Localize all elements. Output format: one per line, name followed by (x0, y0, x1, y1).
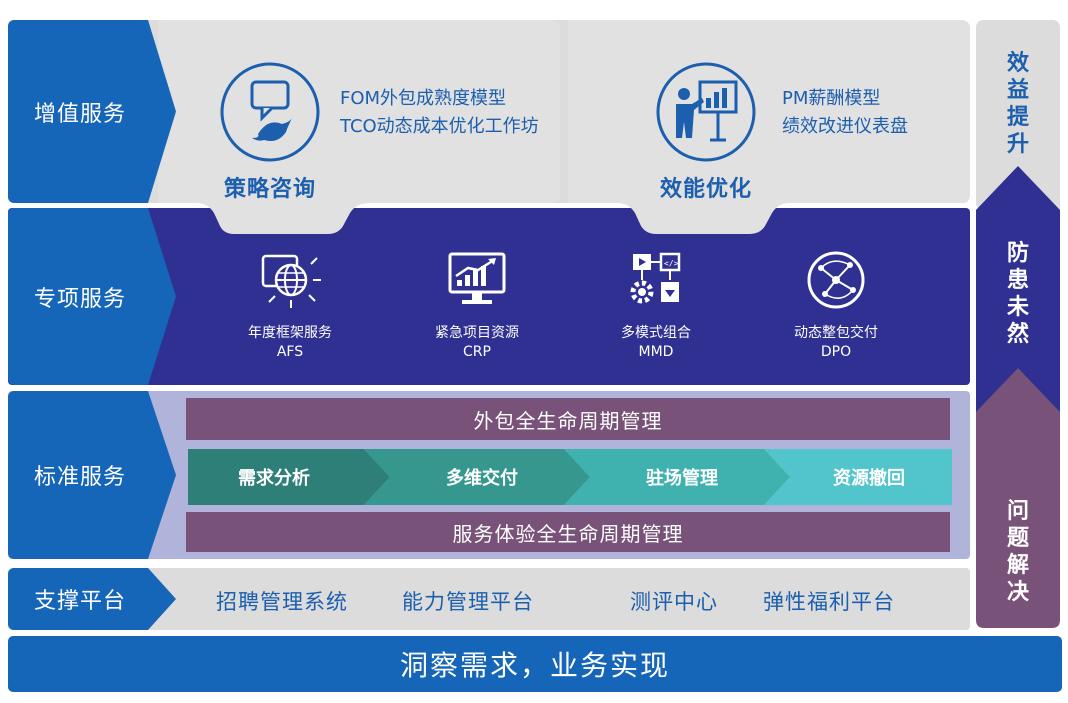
svg-text:</>: </> (664, 259, 679, 268)
side-arrow-top (976, 20, 1060, 210)
service-code: AFS (276, 344, 304, 360)
strategy-line-2: TCO动态成本优化工作坊 (340, 116, 539, 137)
value-added-cards (158, 20, 970, 234)
side-progress-arrow (976, 20, 1060, 628)
service-dpo: 动态整包交付 DPO (756, 250, 916, 362)
service-code: MMD (638, 344, 674, 360)
presentation-chart-icon (654, 60, 758, 168)
side-arrow-bottom (976, 368, 1060, 628)
speech-bubble-bird-icon (218, 60, 322, 168)
step-multidimensional-delivery: 多维交付 (364, 449, 590, 505)
efficiency-line-2: 绩效改进仪表盘 (782, 116, 908, 137)
support-recruitment-system: 招聘管理系统 (216, 590, 348, 614)
side-label-benefit: 效益提升 (1006, 51, 1029, 157)
service-mmd: </> 多模式组合 MMD (576, 250, 736, 362)
efficiency-line-1: PM薪酬模型 (782, 88, 881, 109)
step-resource-withdrawal: 资源撤回 (764, 449, 952, 505)
service-code: DPO (820, 344, 852, 360)
step-onsite-management: 驻场管理 (564, 449, 790, 505)
side-label-resolution: 问题解决 (1006, 499, 1029, 605)
step-requirement-analysis: 需求分析 (188, 449, 390, 505)
globe-window-icon (261, 254, 321, 308)
network-nodes-icon (807, 251, 865, 309)
row-label-value-added: 增值服务 (8, 20, 176, 203)
strategy-title: 策略咨询 (224, 177, 317, 202)
outsourcing-lifecycle-bar: 外包全生命周期管理 (186, 398, 950, 440)
footer-banner: 洞察需求，业务实现 (8, 636, 1062, 692)
efficiency-title: 效能优化 (660, 177, 753, 202)
service-afs: 年度框架服务 AFS (210, 250, 370, 362)
strategy-line-1: FOM外包成熟度模型 (340, 88, 507, 109)
efficiency-card (568, 20, 970, 234)
monitor-growth-chart-icon (448, 252, 506, 304)
row-label-standard: 标准服务 (8, 391, 176, 559)
support-assessment-center: 测评中心 (630, 590, 718, 614)
service-name: 年度框架服务 (248, 325, 332, 341)
support-capability-platform: 能力管理平台 (402, 590, 534, 614)
service-name: 多模式组合 (621, 325, 691, 341)
side-arrow-middle (976, 166, 1060, 412)
row-label-support: 支撑平台 (8, 568, 176, 630)
service-crp: 紧急项目资源 CRP (397, 250, 557, 362)
service-name: 动态整包交付 (794, 325, 878, 341)
service-name: 紧急项目资源 (435, 325, 519, 341)
strategy-card (158, 20, 560, 234)
modules-gear-icon: </> (630, 252, 681, 304)
side-label-prevention: 防患未然 (1006, 241, 1029, 347)
service-code: CRP (463, 344, 491, 360)
support-benefits-platform: 弹性福利平台 (763, 590, 895, 614)
service-experience-lifecycle-bar: 服务体验全生命周期管理 (186, 512, 950, 552)
row-label-special: 专项服务 (8, 208, 176, 385)
